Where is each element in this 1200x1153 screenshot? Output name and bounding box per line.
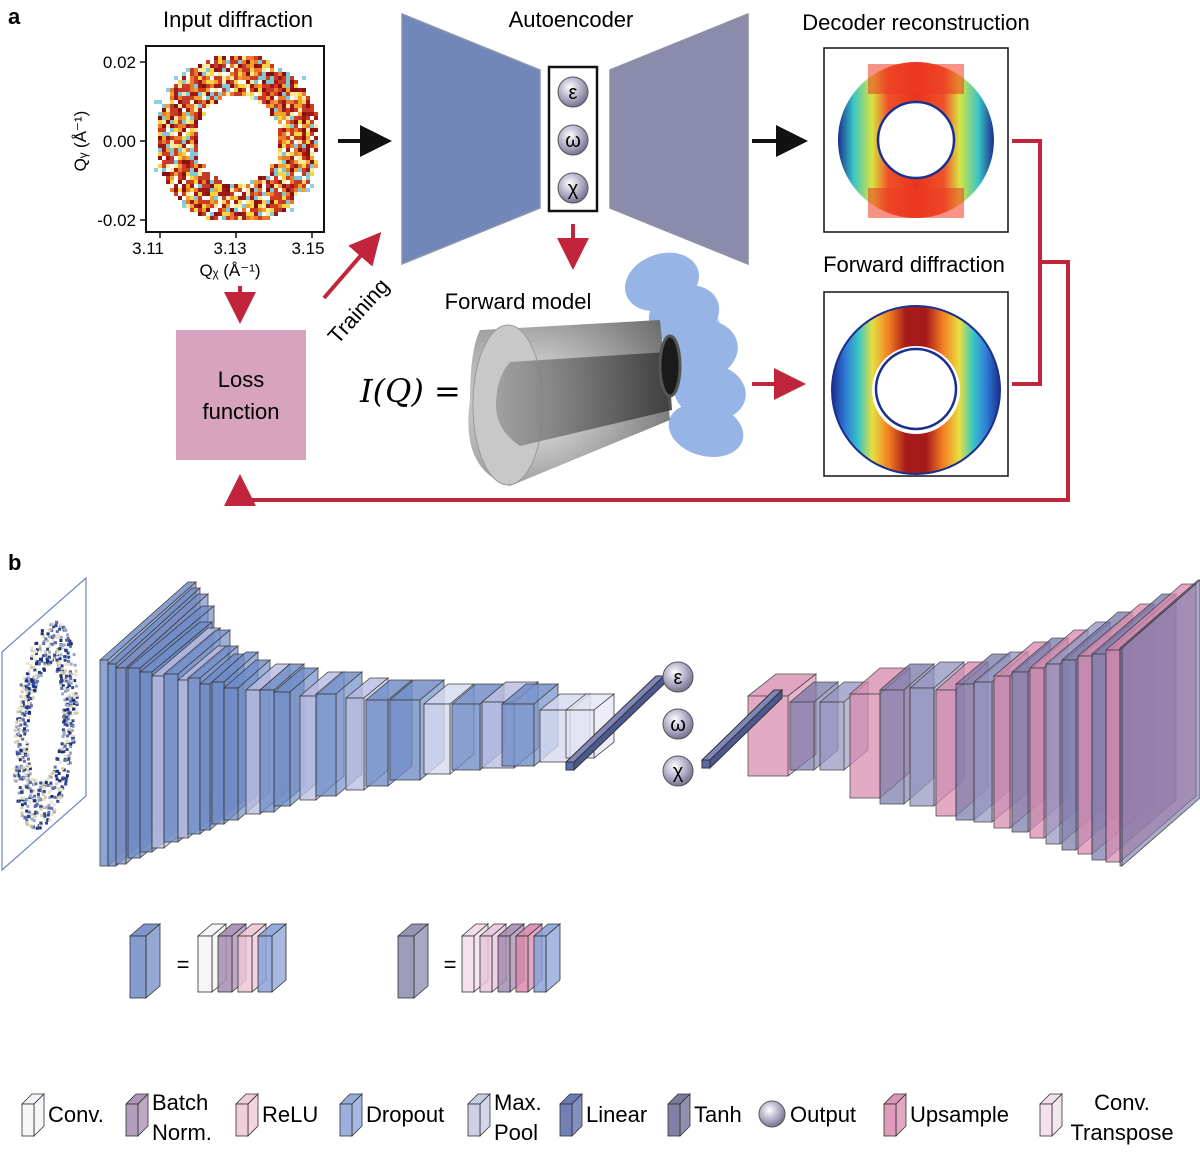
decoder-layer xyxy=(1118,579,1200,867)
legend-label: Conv. xyxy=(48,1102,104,1127)
legend-label: Linear xyxy=(586,1102,647,1127)
latent-epsilon: ε xyxy=(557,76,589,108)
batch-norm-icon xyxy=(125,1093,149,1137)
legend-label: Max. xyxy=(494,1090,542,1115)
y-axis-label: Qᵧ (Å⁻¹) xyxy=(71,111,90,172)
output-icon xyxy=(758,1100,786,1128)
latent-symbol: χ xyxy=(568,178,579,200)
y-tick-label: 0.02 xyxy=(103,53,136,72)
legend-label: Output xyxy=(790,1102,856,1127)
encoder-block-component xyxy=(256,923,288,993)
decoder-linear-layer xyxy=(709,688,783,770)
x-tick-label: 3.11 xyxy=(132,239,164,258)
forward-diffraction-plot xyxy=(823,291,1009,477)
legend-item: Conv. Transpose xyxy=(1039,1090,1174,1145)
legend-label: Transpose xyxy=(1070,1120,1173,1145)
maxpool-icon xyxy=(467,1093,491,1137)
relu-icon xyxy=(235,1093,259,1137)
legend-item: ReLU xyxy=(235,1093,318,1137)
latent-symbol: ω xyxy=(565,130,581,152)
latent-chi-b: χ xyxy=(662,755,694,787)
latent-chi: χ xyxy=(557,172,589,204)
latent-symbol: χ xyxy=(673,761,684,783)
forward-model-title: Forward model xyxy=(445,289,592,314)
x-tick-label: 3.13 xyxy=(213,239,246,258)
legend-label: Tanh xyxy=(694,1102,742,1127)
y-tick-label: -0.02 xyxy=(97,211,136,230)
legend-label: Upsample xyxy=(910,1102,1009,1127)
forward-model-illustration xyxy=(468,252,746,486)
encoder-linear-layer xyxy=(573,674,665,772)
loss-function-box xyxy=(176,330,306,460)
loss-label: Loss xyxy=(218,367,264,392)
outputs-bracket-line xyxy=(1012,139,1042,386)
latent-omega: ω xyxy=(557,124,589,156)
panel-b-label: b xyxy=(8,550,21,575)
latent-symbol: ε xyxy=(569,82,578,104)
tanh-icon xyxy=(667,1093,691,1137)
encoder-layers xyxy=(98,581,616,867)
encoder-shape xyxy=(401,12,541,266)
legend-item: Output xyxy=(758,1100,856,1128)
legend-item: Tanh xyxy=(667,1093,742,1137)
legend-label: Conv. xyxy=(1094,1090,1150,1115)
loss-label: function xyxy=(202,399,279,424)
equals-sign: = xyxy=(444,952,457,977)
encoder-block-icon xyxy=(128,923,162,999)
latent-symbol: ε xyxy=(674,667,683,689)
legend-item: Max. Pool xyxy=(467,1090,542,1145)
forward-model-equation: I(Q) = xyxy=(359,372,461,410)
x-axis-label: Qᵪ (Å⁻¹) xyxy=(199,261,260,280)
conv-transpose-icon xyxy=(1039,1093,1063,1137)
decoder-block-component xyxy=(532,923,562,993)
legend-item: Linear xyxy=(559,1093,647,1137)
legend-item: Dropout xyxy=(339,1093,444,1137)
upsample-icon xyxy=(883,1093,907,1137)
input-sample-image xyxy=(1,576,87,872)
forward-diffraction-title: Forward diffraction xyxy=(823,252,1005,277)
latent-symbol: ω xyxy=(670,714,686,736)
equals-sign: = xyxy=(177,952,190,977)
legend-item: Upsample xyxy=(883,1093,1009,1137)
decoder-block-icon xyxy=(396,923,430,999)
encoder-linear-layer xyxy=(565,761,575,771)
decoder-linear-layer xyxy=(701,759,711,769)
decoder-layers xyxy=(746,579,1200,867)
y-tick-label: 0.00 xyxy=(103,132,136,151)
legend-label: Batch xyxy=(152,1090,208,1115)
legend-label: Norm. xyxy=(152,1120,212,1145)
legend-label: Pool xyxy=(494,1120,538,1145)
legend-label: Dropout xyxy=(366,1102,444,1127)
input-diffraction-ring xyxy=(154,56,318,220)
conv-icon xyxy=(21,1093,45,1137)
legend-item: Conv. xyxy=(21,1093,104,1137)
input-diffraction-title: Input diffraction xyxy=(163,7,313,32)
linear-icon xyxy=(559,1093,583,1137)
input-diffraction-plot: 0.02 0.00 -0.02 3.11 3.13 3.15 Qᵪ (Å⁻¹) … xyxy=(71,45,325,280)
autoencoder-title: Autoencoder xyxy=(509,7,634,32)
training-arrow xyxy=(322,231,382,300)
legend-label: ReLU xyxy=(262,1102,318,1127)
panel-a-label: a xyxy=(8,4,21,29)
dropout-icon xyxy=(339,1093,363,1137)
latent-epsilon-b: ε xyxy=(662,661,694,693)
decoder-reconstruction-title: Decoder reconstruction xyxy=(802,10,1029,35)
block-definitions xyxy=(128,923,562,999)
x-tick-label: 3.15 xyxy=(291,239,324,258)
decoder-reconstruction-plot xyxy=(823,47,1009,233)
latent-omega-b: ω xyxy=(662,708,694,740)
feedback-to-loss-arrow xyxy=(224,260,1070,506)
input-sample-ring xyxy=(12,620,79,831)
decoder-shape xyxy=(609,12,749,266)
